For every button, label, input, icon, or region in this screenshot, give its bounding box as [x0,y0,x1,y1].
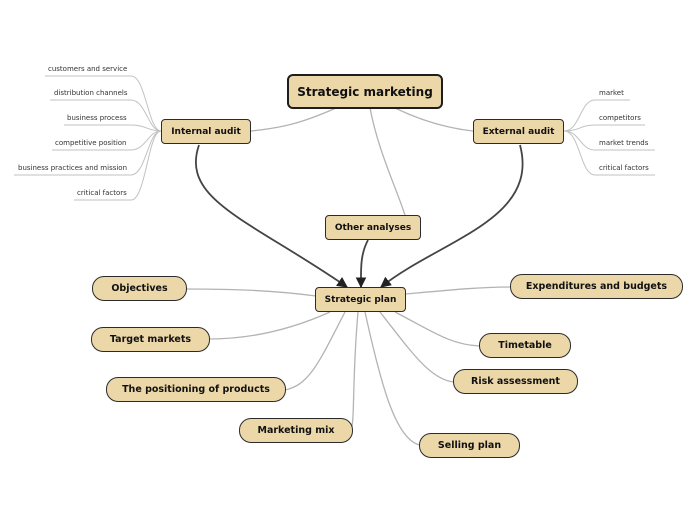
external-leaf-critical-factors[interactable]: critical factors [599,164,649,172]
external-audit-leaf-links [563,99,596,176]
plan-item-positioning[interactable]: The positioning of products [106,377,286,402]
plan-item-timetable[interactable]: Timetable [479,333,571,358]
link-central-external [394,107,474,132]
internal-leaf-competitive-position[interactable]: competitive position [55,139,127,147]
plan-item-objectives[interactable]: Objectives [92,276,187,301]
internal-audit-leaf-underlines [14,75,131,201]
internal-leaf-business-process[interactable]: business process [67,114,127,122]
node-strategic-plan[interactable]: Strategic plan [315,287,406,312]
node-external-audit[interactable]: External audit [473,119,564,144]
internal-leaf-business-practices[interactable]: business practices and mission [18,164,128,172]
arrow-external-to-plan [380,144,524,288]
plan-item-target-markets[interactable]: Target markets [91,327,210,352]
plan-item-risk-assessment[interactable]: Risk assessment [453,369,578,394]
external-leaf-market[interactable]: market [599,89,624,97]
external-leaf-competitors[interactable]: competitors [599,114,641,122]
link-central-other [369,107,406,216]
external-audit-leaf-underlines [595,99,655,176]
internal-audit-leaf-links [130,75,162,201]
strategic-plan-links [185,286,512,446]
plan-item-marketing-mix[interactable]: Marketing mix [239,418,353,443]
link-central-internal [250,107,337,132]
plan-item-selling-plan[interactable]: Selling plan [419,433,520,458]
central-node-strategic-marketing[interactable]: Strategic marketing [287,74,443,109]
arrow-internal-to-plan [195,144,348,288]
arrow-other-to-plan [355,239,369,289]
node-internal-audit[interactable]: Internal audit [161,119,251,144]
internal-leaf-customers-and-service[interactable]: customers and service [48,65,128,73]
node-other-analyses[interactable]: Other analyses [325,215,421,240]
plan-item-expenditures[interactable]: Expenditures and budgets [510,274,683,299]
external-leaf-market-trends[interactable]: market trends [599,139,649,147]
internal-leaf-critical-factors[interactable]: critical factors [77,189,127,197]
internal-leaf-distribution-channels[interactable]: distribution channels [54,89,128,97]
